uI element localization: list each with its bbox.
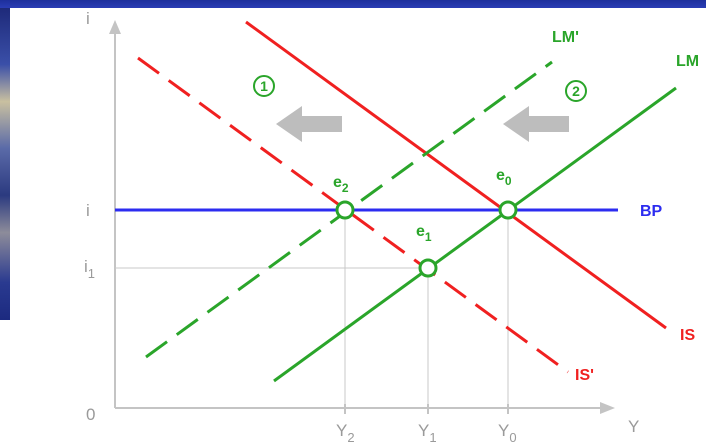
point-e0 xyxy=(498,200,518,220)
label-e1: e1 xyxy=(416,223,432,244)
label-bp: BP xyxy=(640,203,663,220)
tick-label-y0: Y0 xyxy=(498,421,517,445)
shift-arrow-2 xyxy=(503,106,569,142)
tick-label-i: i xyxy=(86,201,90,220)
shift-arrow-1 xyxy=(276,106,342,142)
tick-label-y1: Y1 xyxy=(418,421,437,445)
lm-curve xyxy=(273,86,677,383)
step-marker-1: 1 xyxy=(253,75,275,97)
label-e0: e0 xyxy=(496,167,512,188)
origin-label: 0 xyxy=(86,405,95,424)
label-e2: e2 xyxy=(333,174,349,195)
is-curve xyxy=(245,20,667,330)
y-axis-label: i xyxy=(86,9,90,28)
x-axis-label: Y xyxy=(628,417,639,436)
label-lm-prime: LM' xyxy=(552,29,579,46)
tick-label-y2: Y2 xyxy=(336,421,355,445)
label-is: IS xyxy=(680,327,695,344)
point-e2 xyxy=(335,200,355,220)
label-is-prime: IS' xyxy=(575,367,594,384)
x-axis-arrowhead xyxy=(600,402,615,414)
step-1-label: 1 xyxy=(260,78,268,94)
header-band xyxy=(0,0,706,8)
step-marker-2: 2 xyxy=(565,80,587,102)
point-e1 xyxy=(418,258,438,278)
label-lm: LM xyxy=(676,53,699,70)
background-photo-strip xyxy=(0,8,10,320)
y-axis-arrowhead xyxy=(109,20,121,34)
tick-label-i1: i1 xyxy=(84,257,95,281)
step-2-label: 2 xyxy=(572,83,580,99)
